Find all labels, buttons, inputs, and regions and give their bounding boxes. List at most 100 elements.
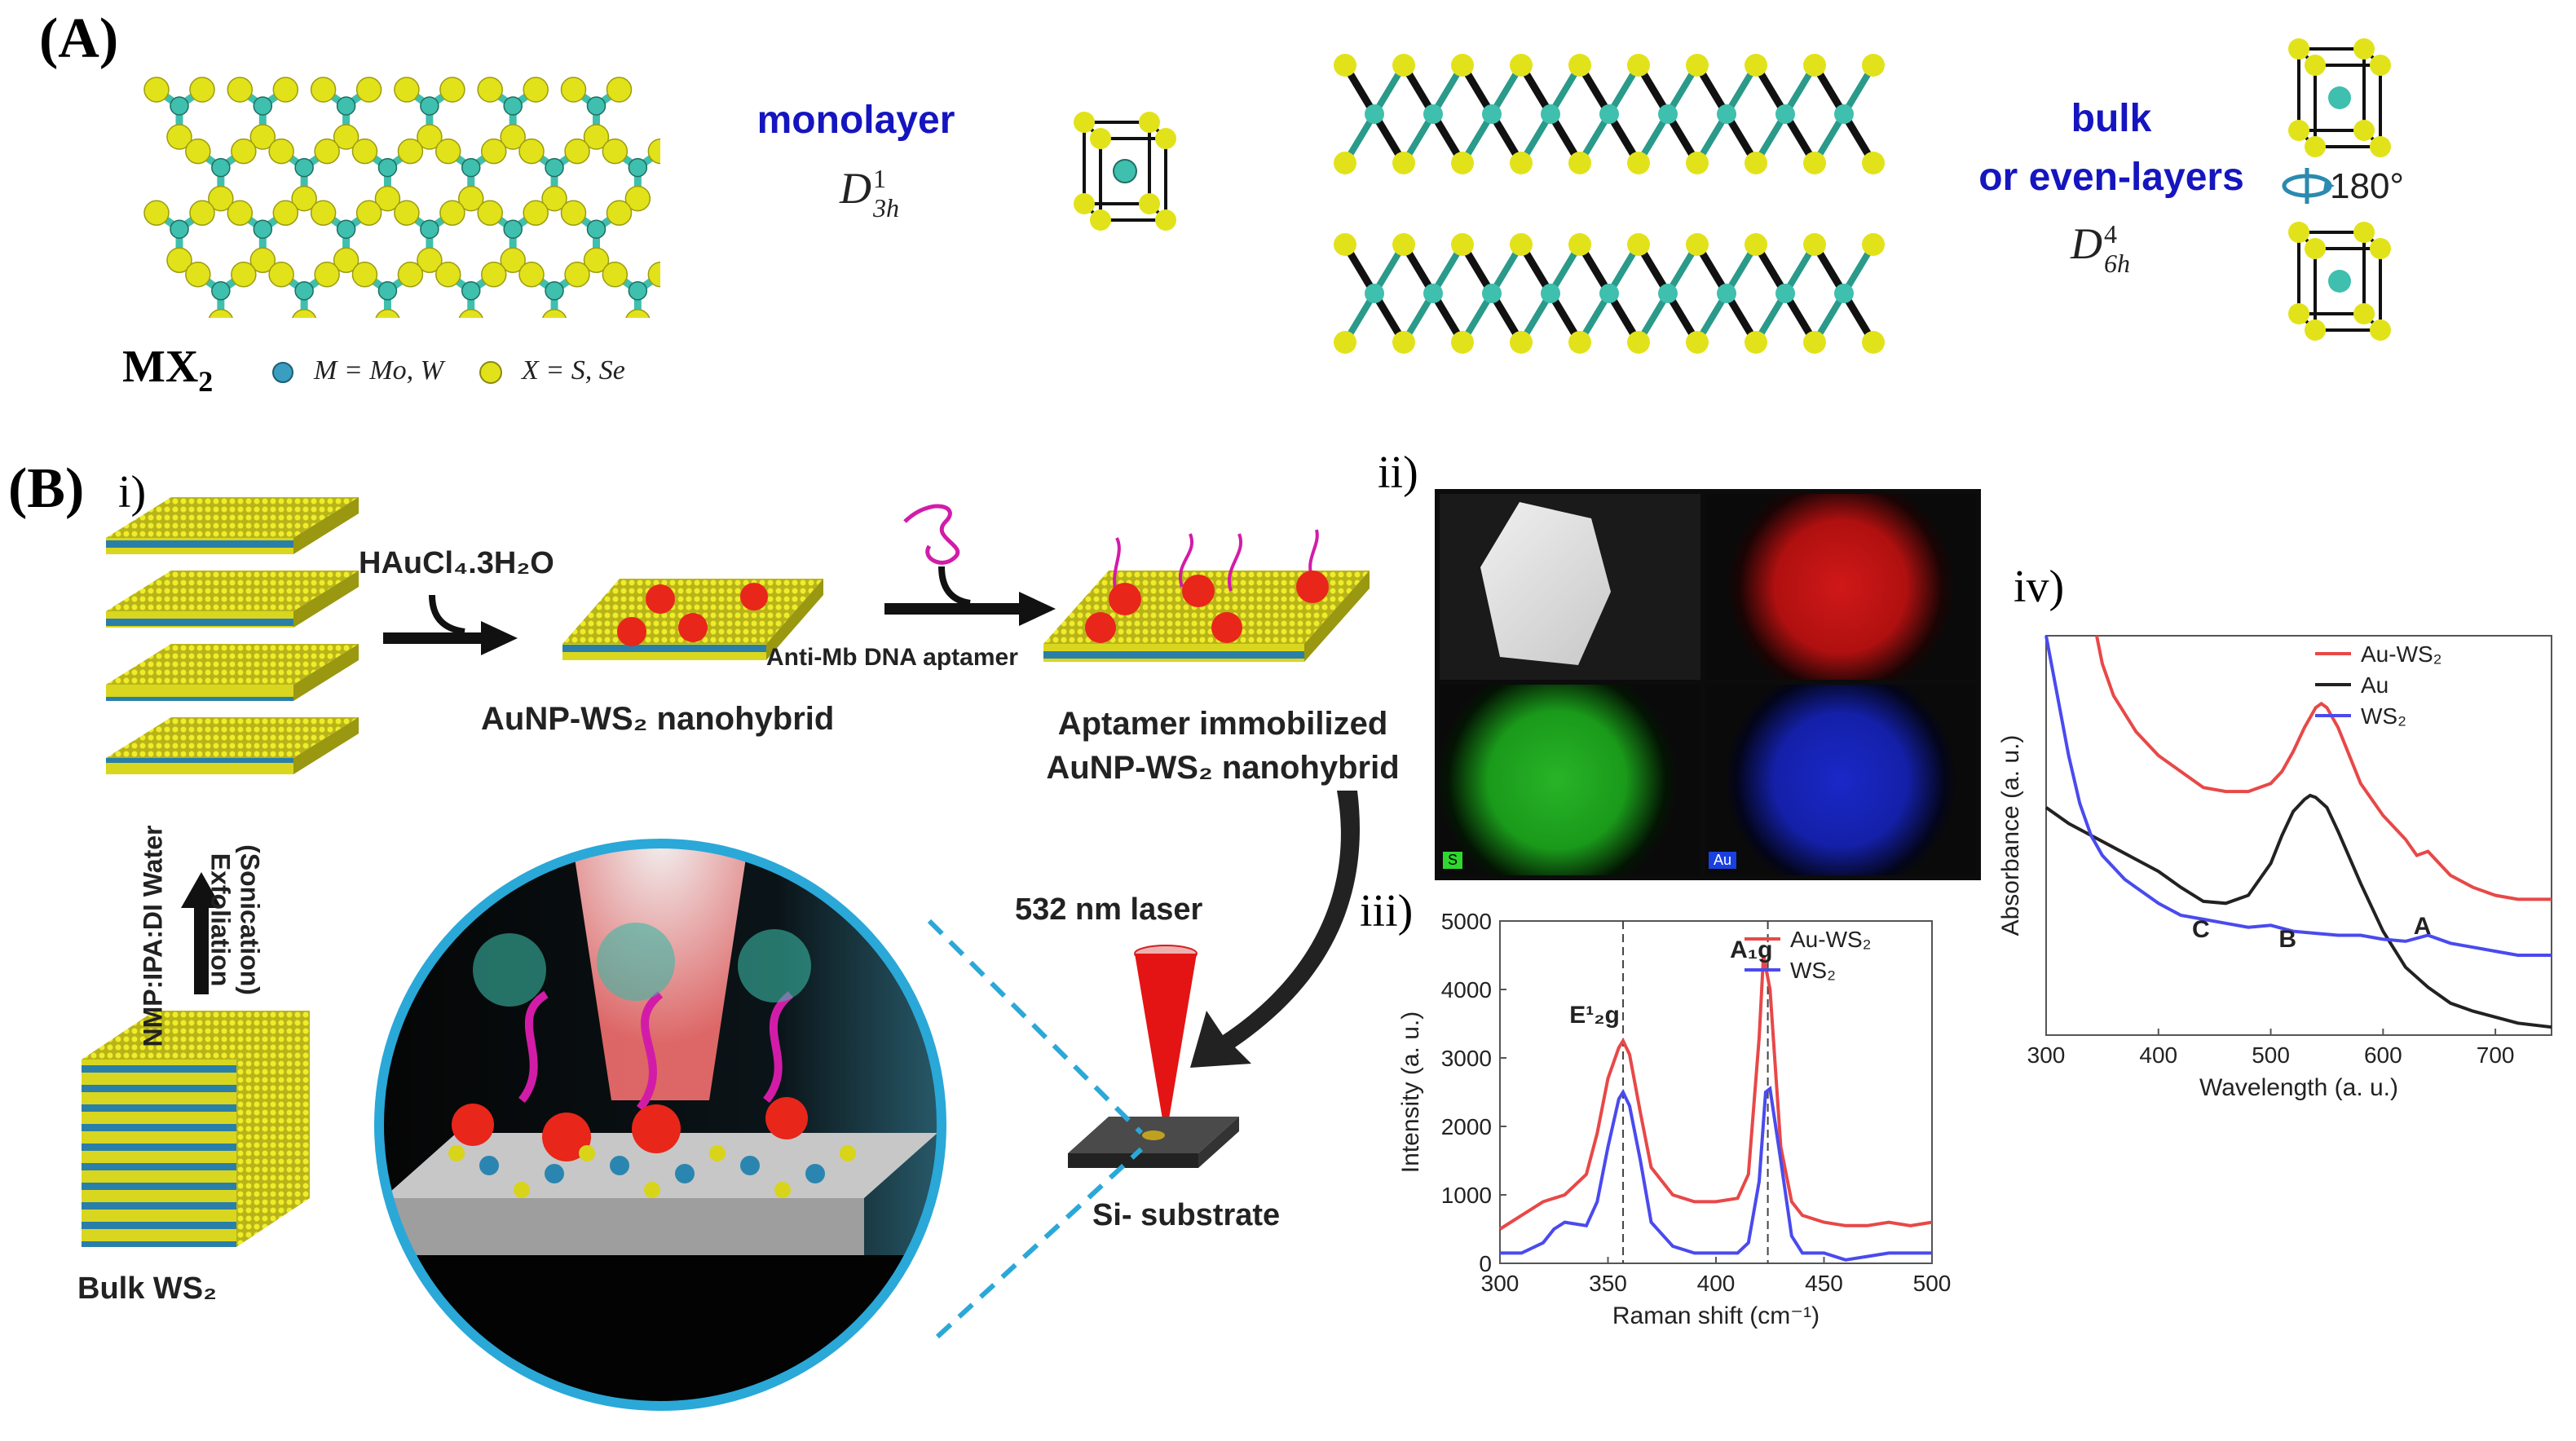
subpanel-iv-label: iv) bbox=[2014, 562, 2065, 612]
y-axis-label: Absorbance (a. u.) bbox=[1997, 735, 2024, 936]
aptamer-immobilized-sheet bbox=[1043, 529, 1370, 662]
subpanel-ii-label: ii) bbox=[1378, 447, 1418, 498]
x-axis-label: Raman shift (cm⁻¹) bbox=[1612, 1302, 1820, 1329]
curved-arrow-to-substrate bbox=[1190, 791, 1360, 1068]
mx2-lattice bbox=[143, 77, 660, 318]
x-tick-label: 450 bbox=[1805, 1271, 1843, 1296]
zoom-circle-view bbox=[374, 839, 946, 1411]
legend-label-1: Au bbox=[2361, 672, 2389, 698]
immobilized-label-line1: Aptamer immobilized bbox=[1057, 706, 1388, 742]
x-tick-label: 500 bbox=[1913, 1271, 1952, 1296]
eds-sem-image bbox=[1440, 494, 1700, 680]
formula-sub: 2 bbox=[198, 365, 214, 399]
monolayer-label: monolayer bbox=[756, 99, 955, 142]
formula-base: MX bbox=[122, 342, 199, 392]
series-line-2 bbox=[2044, 635, 2552, 957]
solvent-label: NMP:IPA:DI Water bbox=[138, 825, 168, 1047]
substrate-label: Si- substrate bbox=[1092, 1198, 1281, 1232]
bulk-unit-cells bbox=[2288, 38, 2391, 341]
panel-a-label: (A) bbox=[39, 7, 119, 70]
x-tick-label: 300 bbox=[1481, 1271, 1520, 1296]
y-tick-label: 5000 bbox=[1441, 909, 1492, 934]
aunp-ws2-sheet bbox=[562, 579, 823, 660]
legend-label-1: WS₂ bbox=[1790, 958, 1836, 983]
panel-b-label: (B) bbox=[8, 457, 85, 520]
reagent-arrow bbox=[383, 594, 518, 655]
peak-label: A₁g bbox=[1730, 936, 1772, 963]
y-tick-label: 1000 bbox=[1441, 1183, 1492, 1208]
x-tick-label: 400 bbox=[1697, 1271, 1736, 1296]
monolayer-symbol-sup: 1 bbox=[873, 163, 886, 193]
subpanel-i-label: i) bbox=[118, 467, 147, 518]
peak-label: A bbox=[2414, 913, 2432, 940]
y-tick-label: 2000 bbox=[1441, 1114, 1492, 1139]
legend-label-2: WS₂ bbox=[2361, 703, 2406, 729]
x-tick-label: 350 bbox=[1589, 1271, 1627, 1296]
eds-map-au-tag: Au bbox=[1709, 852, 1737, 869]
y-tick-label: 0 bbox=[1479, 1251, 1492, 1276]
x-axis-label: Wavelength (a. u.) bbox=[2199, 1074, 2398, 1101]
zoom-dashed-lines bbox=[927, 919, 1144, 1339]
peak-label: E¹₂g bbox=[1569, 1002, 1620, 1029]
rotation-label: 180° bbox=[2330, 166, 2405, 206]
x-tick-label: 600 bbox=[2364, 1042, 2402, 1068]
monolayer-unit-cell bbox=[1074, 112, 1176, 231]
peak-label: C bbox=[2192, 916, 2210, 943]
eds-map-blue: Au bbox=[1705, 685, 1976, 875]
y-tick-label: 3000 bbox=[1441, 1046, 1492, 1071]
exfoliation-label: Exfoliation bbox=[205, 853, 236, 987]
series-line-1 bbox=[1500, 1086, 1932, 1262]
x-tick-label: 700 bbox=[2477, 1042, 2515, 1068]
si-substrate bbox=[1068, 1117, 1239, 1168]
series-line-1 bbox=[2044, 793, 2552, 1029]
monolayer-symbol-sub: 3h bbox=[873, 192, 899, 223]
formula-mx2: MX2 bbox=[122, 341, 213, 399]
series-line-0 bbox=[2095, 635, 2552, 901]
aptamer-label: Anti-Mb DNA aptamer bbox=[766, 644, 1018, 671]
bulk-symbol-sup: 4 bbox=[2104, 218, 2117, 249]
aptamer-arrow bbox=[884, 566, 1056, 626]
bulk-ws2-block bbox=[82, 1011, 310, 1247]
nanohybrid-label: AuNP-WS₂ nanohybrid bbox=[481, 701, 835, 737]
y-tick-label: 4000 bbox=[1441, 977, 1492, 1003]
bulk-symbol-sub: 6h bbox=[2104, 248, 2130, 278]
exfoliated-sheets bbox=[106, 497, 359, 774]
legend-m-atom-icon bbox=[272, 362, 293, 383]
bulk-ws2-label: Bulk WS₂ bbox=[77, 1271, 217, 1306]
monolayer-symbol-base: D bbox=[840, 164, 871, 213]
eds-map-grid: S Au bbox=[1435, 489, 1981, 880]
plot-frame bbox=[1499, 920, 1933, 1264]
legend-label-0: Au-WS₂ bbox=[2361, 641, 2442, 667]
bilayer-structure bbox=[1334, 54, 1885, 354]
y-axis-label: Intensity (a. u.) bbox=[1397, 1011, 1424, 1173]
series-line-0 bbox=[1498, 954, 1933, 1231]
laser-label: 532 nm laser bbox=[1015, 892, 1203, 927]
legend-label-0: Au-WS₂ bbox=[1790, 927, 1872, 952]
even-layers-label: or even-layers bbox=[1978, 156, 2244, 199]
x-tick-label: 400 bbox=[2139, 1042, 2177, 1068]
laser-beam bbox=[1134, 945, 1198, 1129]
subpanel-iii-label: iii) bbox=[1360, 886, 1414, 936]
exfoliation-up-arrow bbox=[181, 872, 222, 994]
aptamer-strand-icon bbox=[903, 504, 960, 565]
legend-x-atom-icon bbox=[479, 361, 502, 384]
legend-x-text: X = S, Se bbox=[522, 355, 625, 386]
plot-frame bbox=[2045, 635, 2552, 1036]
x-tick-label: 500 bbox=[2252, 1042, 2290, 1068]
sonication-label: (Sonication) bbox=[235, 844, 265, 995]
bulk-label: bulk bbox=[2071, 97, 2152, 140]
x-tick-label: 300 bbox=[2027, 1042, 2066, 1068]
legend-m-text: M = Mo, W bbox=[314, 355, 443, 386]
bulk-symbol-base: D bbox=[2071, 219, 2102, 268]
eds-map-s-tag: S bbox=[1443, 852, 1463, 869]
immobilized-label-line2: AuNP-WS₂ nanohybrid bbox=[1046, 750, 1400, 786]
eds-map-green: S bbox=[1440, 685, 1700, 875]
reagent-label: HAuCl₄.3H₂O bbox=[359, 546, 554, 580]
peak-label: B bbox=[2278, 926, 2296, 953]
eds-map-red bbox=[1705, 494, 1976, 680]
rotation-arrow-icon bbox=[2282, 168, 2335, 204]
